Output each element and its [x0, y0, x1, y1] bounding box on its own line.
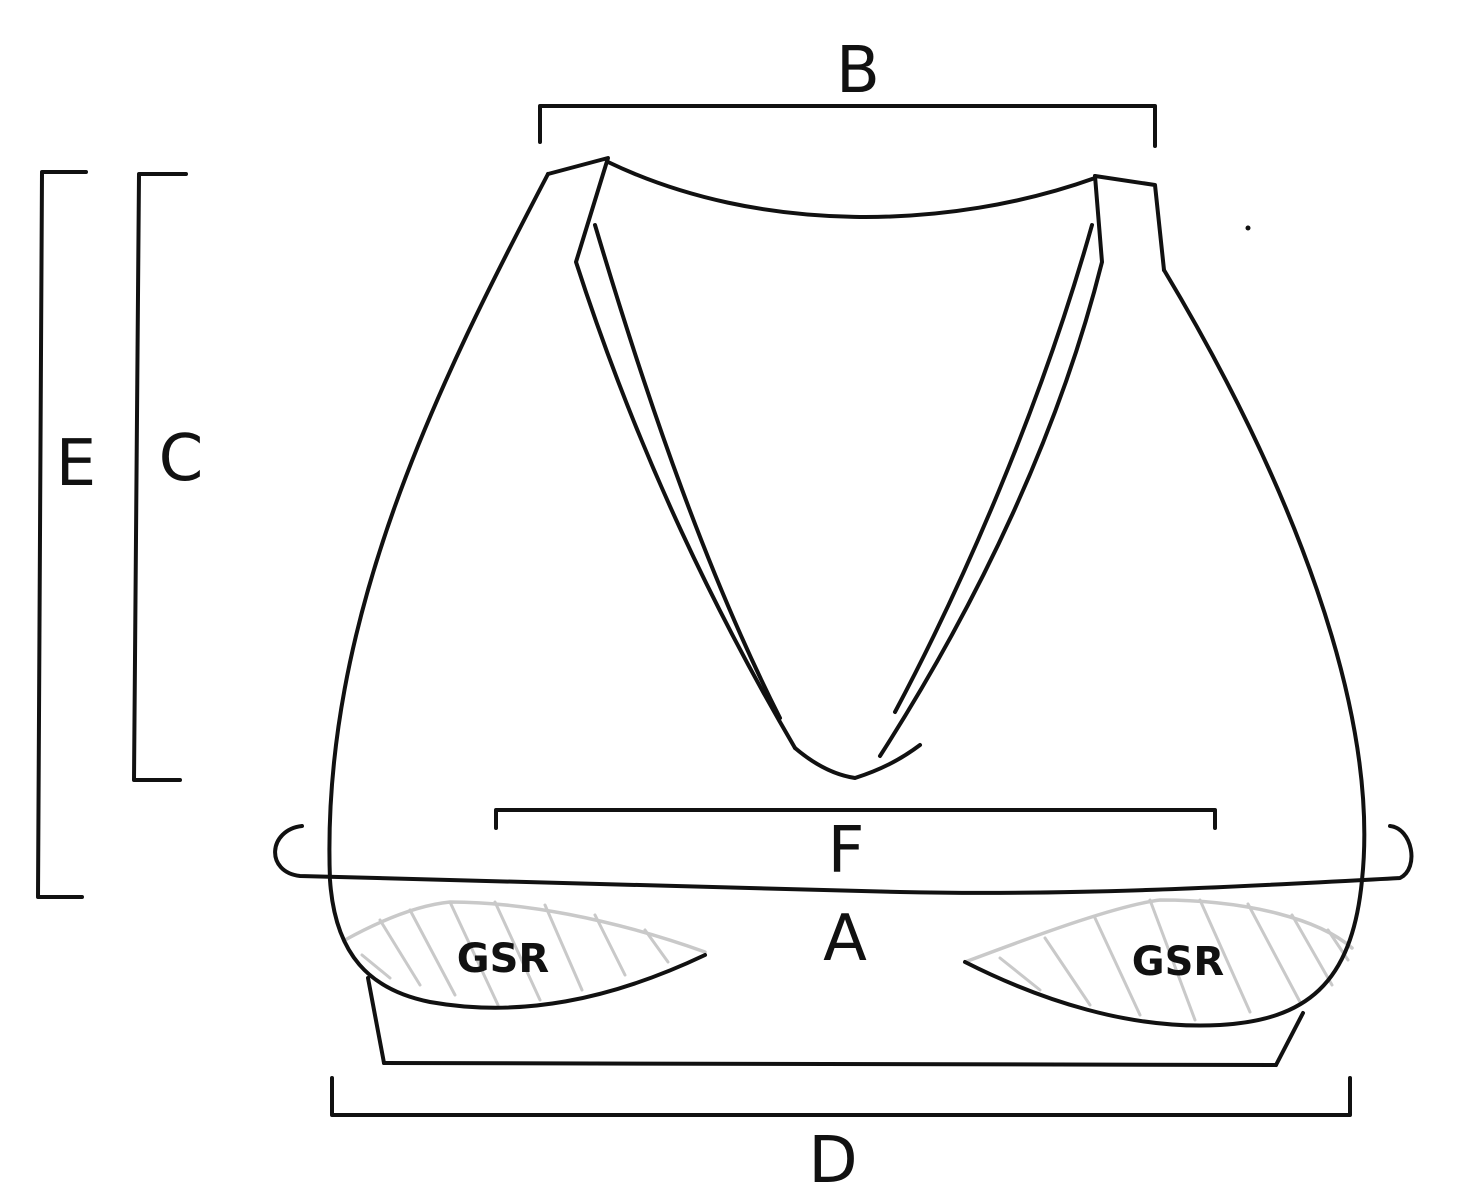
left-strap-inner — [593, 223, 782, 720]
label-a: A — [823, 902, 867, 976]
right-strap — [1093, 174, 1166, 272]
gsr-right-outline — [963, 898, 1354, 964]
garment-outline — [327, 156, 1367, 1067]
right-strap-inner — [878, 174, 1104, 758]
label-f: F — [828, 814, 865, 888]
band-left-edge — [366, 976, 386, 1065]
left-side — [327, 172, 707, 1010]
right-side — [963, 268, 1367, 1028]
bracket-b — [538, 104, 1157, 148]
band-right-edge — [1274, 1011, 1305, 1067]
tape-line-a — [273, 824, 1414, 895]
gsr-zone-left — [343, 900, 707, 1007]
center-v — [793, 743, 922, 780]
neckline-top — [606, 160, 1097, 219]
bracket-c — [132, 172, 188, 782]
stray-dot — [1245, 225, 1251, 231]
label-gsr-right: GSR — [1132, 939, 1224, 985]
gsr-left-outline — [343, 900, 707, 954]
bracket-f — [494, 808, 1217, 830]
bracket-d — [330, 1076, 1352, 1117]
label-d: D — [808, 1124, 857, 1198]
label-e: E — [56, 427, 96, 501]
label-gsr-left: GSR — [457, 936, 549, 982]
gsr-zone-right — [963, 898, 1354, 1022]
label-c: C — [159, 422, 204, 496]
left-strap — [546, 156, 797, 750]
right-strap-inner-edge — [893, 223, 1094, 714]
label-b: B — [836, 34, 880, 108]
bracket-e — [36, 170, 88, 899]
band-hem — [382, 1061, 1278, 1067]
